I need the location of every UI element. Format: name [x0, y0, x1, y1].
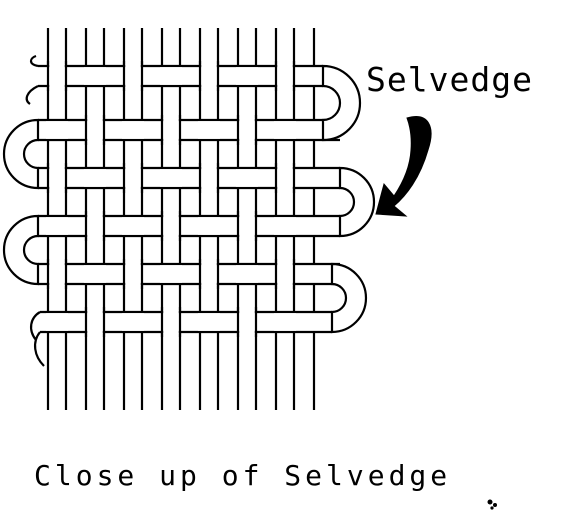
- weft-tail: [25, 85, 39, 105]
- warp-over: [125, 64, 141, 88]
- warp-over: [277, 166, 293, 190]
- weft-over: [274, 217, 296, 235]
- weft-over: [160, 265, 182, 283]
- warp-over: [201, 64, 217, 88]
- warp-over: [239, 214, 255, 238]
- warp-over: [163, 310, 179, 334]
- warp-over: [277, 262, 293, 286]
- warp-over: [49, 166, 65, 190]
- weft-over: [236, 169, 258, 187]
- weave-structure: [2, 28, 376, 410]
- weft-fill: [40, 312, 332, 332]
- warp-over: [87, 214, 103, 238]
- warp-over: [49, 262, 65, 286]
- weft-over: [122, 121, 144, 139]
- weft-over: [84, 67, 106, 85]
- selvedge-loop: [2, 118, 40, 190]
- weft-fill: [38, 168, 340, 188]
- warp-over: [125, 262, 141, 286]
- weft-over: [236, 67, 258, 85]
- weft-over: [84, 265, 106, 283]
- weft-tail: [29, 54, 39, 68]
- selvedge-label: Selvedge: [366, 60, 533, 99]
- warp-over: [87, 118, 103, 142]
- speck-mark: [487, 499, 497, 510]
- weft-over: [160, 169, 182, 187]
- curved-arrow-icon: [375, 116, 432, 217]
- weft-over: [274, 121, 296, 139]
- selvedge-loop: [330, 262, 368, 334]
- weft-over: [122, 217, 144, 235]
- weft-tail: [34, 331, 45, 367]
- weft-over: [198, 121, 220, 139]
- warp-over: [277, 64, 293, 88]
- warp-over: [87, 310, 103, 334]
- warp-over: [125, 166, 141, 190]
- weft-over: [46, 217, 68, 235]
- weft-over: [274, 313, 296, 331]
- warp-over: [239, 118, 255, 142]
- weft-fill: [38, 216, 340, 236]
- weft-over: [46, 121, 68, 139]
- selvedge-loop: [2, 214, 40, 286]
- weft-over: [236, 265, 258, 283]
- warp-over: [201, 262, 217, 286]
- warp-over: [201, 166, 217, 190]
- weft-over: [84, 169, 106, 187]
- weft-fill: [38, 264, 340, 284]
- weft-over: [198, 313, 220, 331]
- warp-over: [163, 214, 179, 238]
- selvedge-loop: [338, 166, 376, 238]
- weft-over: [46, 313, 68, 331]
- weft-over: [122, 313, 144, 331]
- weft-over: [198, 217, 220, 235]
- diagram-caption: Close up of Selvedge: [34, 459, 452, 492]
- warp-over: [49, 64, 65, 88]
- warp-over: [163, 118, 179, 142]
- weft-fill: [38, 120, 340, 140]
- weft-tail: [30, 311, 41, 341]
- weft-over: [160, 67, 182, 85]
- selvedge-loop: [321, 64, 362, 142]
- warp-over: [239, 310, 255, 334]
